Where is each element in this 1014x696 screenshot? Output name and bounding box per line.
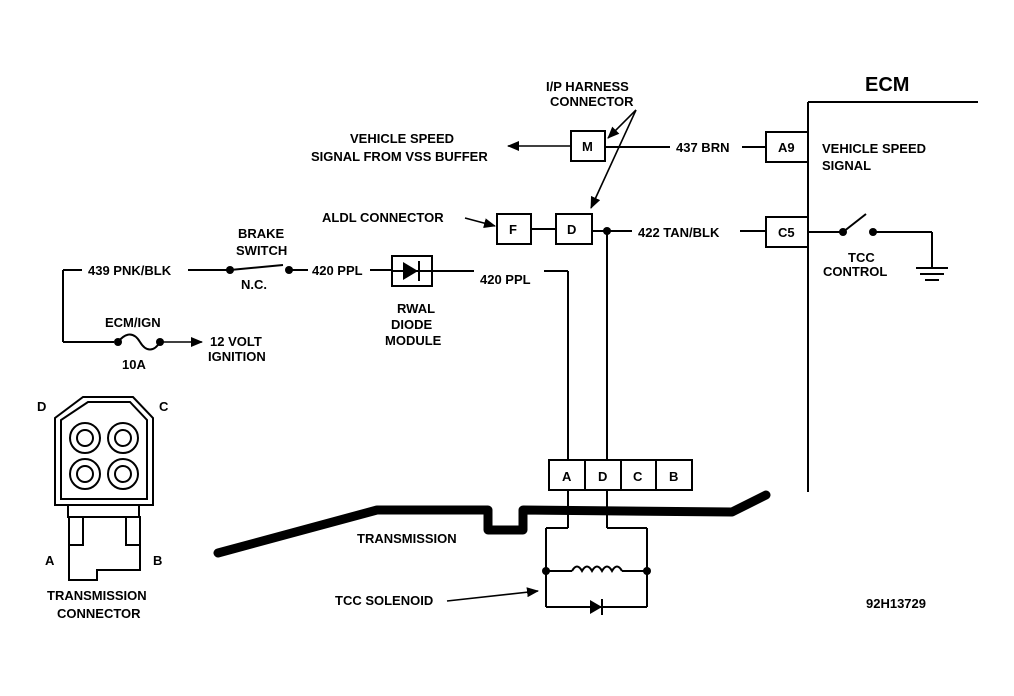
- trans-pin-d-label: D: [598, 469, 607, 484]
- pin-f-label: F: [509, 222, 517, 237]
- fuse-icon: [114, 333, 164, 351]
- ignition-label-1: 12 VOLT: [210, 334, 262, 349]
- transmission-label: TRANSMISSION: [357, 531, 457, 546]
- arrow-to-d: [590, 109, 637, 209]
- figure-code: 92H13729: [866, 596, 926, 611]
- pin-a9-label: A9: [778, 140, 795, 155]
- connector-corner-c: C: [159, 399, 169, 414]
- arrow-tcc-solenoid: [446, 587, 539, 602]
- rwal-label-2: DIODE: [391, 317, 433, 332]
- arrow-to-aldl: [464, 217, 496, 228]
- transmission-case: [213, 490, 771, 558]
- ecm-block: ECM VEHICLE SPEED SIGNAL: [807, 74, 978, 492]
- transmission-connector-view: [54, 396, 154, 581]
- connector-pin-m: M: [570, 130, 606, 162]
- diode-icon: [403, 262, 418, 280]
- wire-420-a-label: 420 PPL: [312, 263, 363, 278]
- ip-harness-connector-label-1: I/P HARNESS: [546, 79, 629, 94]
- fuse-name: ECM/IGN: [105, 315, 161, 330]
- trans-pin-c-box: [620, 459, 657, 491]
- fuse-rating: 10A: [122, 357, 146, 372]
- tcc-control-switch: [808, 213, 933, 268]
- vss-buffer-label-2: SIGNAL FROM VSS BUFFER: [311, 149, 488, 164]
- trans-pin-d-box: [584, 459, 622, 491]
- trans-pin-b-label: B: [669, 469, 678, 484]
- ip-harness-connector-label-2: CONNECTOR: [550, 94, 634, 109]
- trans-pin-c-label: C: [633, 469, 643, 484]
- vss-buffer-label-1: VEHICLE SPEED: [350, 131, 454, 146]
- connector-corner-b: B: [153, 553, 162, 568]
- ground-icon: [916, 267, 948, 281]
- wire-422-label: 422 TAN/BLK: [638, 225, 720, 240]
- brake-switch: [226, 264, 293, 274]
- transmission-connector-title-2: CONNECTOR: [57, 606, 141, 621]
- pin-c5-label: C5: [778, 225, 795, 240]
- vehicle-speed-signal-label-1: VEHICLE SPEED: [822, 141, 926, 156]
- ecm-pin-a9: A9: [765, 131, 809, 163]
- connector-corner-a: A: [45, 553, 55, 568]
- transmission-connector-title-1: TRANSMISSION: [47, 588, 147, 603]
- tcc-solenoid: [542, 490, 651, 615]
- wire-420-b-label: 420 PPL: [480, 272, 531, 287]
- brake-switch-label-1: BRAKE: [238, 226, 285, 241]
- vehicle-speed-signal-label-2: SIGNAL: [822, 158, 871, 173]
- connector-corner-d: D: [37, 399, 46, 414]
- coil-icon: [571, 565, 623, 574]
- aldl-connector-label: ALDL CONNECTOR: [322, 210, 444, 225]
- nc-label: N.C.: [241, 277, 267, 292]
- transmission-connector-block: A D C B: [548, 459, 693, 491]
- aldl-pin-f: F: [496, 213, 532, 245]
- wire-439-label: 439 PNK/BLK: [88, 263, 172, 278]
- rwal-label-1: RWAL: [397, 301, 435, 316]
- wire-437-label: 437 BRN: [676, 140, 729, 155]
- pin-m-label: M: [582, 139, 593, 154]
- tcc-control-label-2: CONTROL: [823, 264, 887, 279]
- ecm-title: ECM: [865, 74, 909, 96]
- trans-pin-a-label: A: [562, 469, 572, 484]
- connector-pin-d: D: [555, 213, 593, 245]
- tcc-solenoid-label: TCC SOLENOID: [335, 593, 433, 608]
- brake-switch-label-2: SWITCH: [236, 243, 287, 258]
- ecm-pin-c5: C5: [765, 216, 809, 248]
- arrow-to-m: [607, 109, 637, 139]
- rwal-label-3: MODULE: [385, 333, 442, 348]
- ignition-label-2: IGNITION: [208, 349, 266, 364]
- solenoid-diode-icon: [590, 600, 602, 614]
- tcc-control-label-1: TCC: [848, 250, 875, 265]
- rwal-diode-module: [391, 255, 433, 287]
- trans-pin-b-box: [655, 459, 693, 491]
- pin-d-label: D: [567, 222, 576, 237]
